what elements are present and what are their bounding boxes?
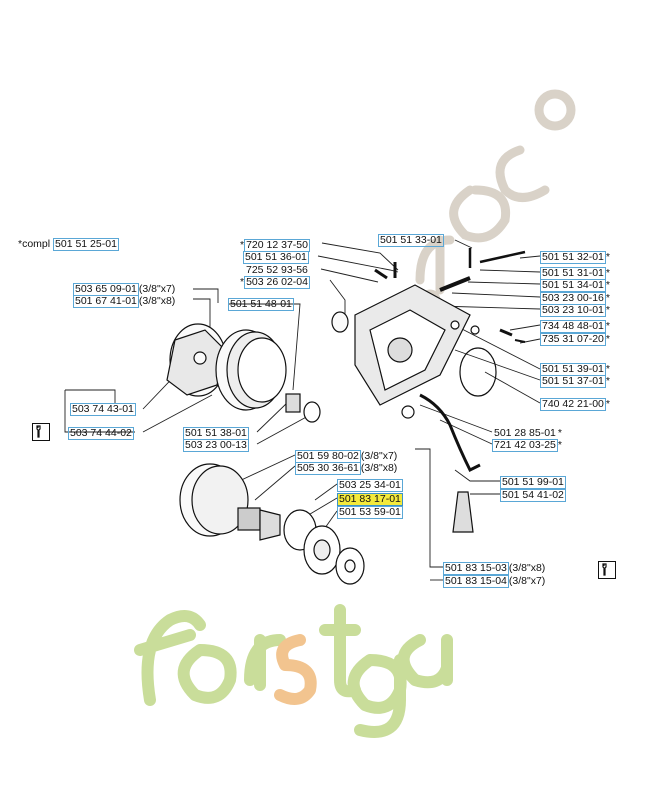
part-number[interactable]: 501 51 48-01 <box>228 298 294 311</box>
part-number[interactable]: 501 51 36-01 <box>243 251 309 264</box>
label-503-23-00-13: 503 23 00-13 <box>183 439 249 452</box>
label-501-51-99-01: 501 51 99-01 <box>500 476 566 489</box>
part-number[interactable]: 725 52 93-56 <box>246 264 308 276</box>
drum-sprocket-assembly <box>179 463 365 585</box>
part-number[interactable]: 735 31 07-20 <box>540 333 606 346</box>
label-503-74-44-02: 503 74 44-02 <box>68 427 134 440</box>
part-number[interactable]: 734 48 48-01 <box>540 320 606 333</box>
part-number[interactable]: 501 53 59-01 <box>337 506 403 519</box>
part-number[interactable]: 501 83 15-03 <box>443 562 509 575</box>
leader-lines <box>64 239 541 581</box>
part-number[interactable]: 503 23 10-01 <box>540 304 606 317</box>
label-501-54-41-02: 501 54 41-02 <box>500 489 566 502</box>
label-740-42-21-00: 740 42 21-00* <box>540 398 610 411</box>
watermark-main <box>134 604 453 738</box>
oil-pump-housing <box>331 248 526 533</box>
label-721-42-03-25: 721 42 03-25* <box>492 439 562 452</box>
part-number[interactable]: 503 25 34-01 <box>337 479 403 492</box>
label-503-25-34-01: 503 25 34-01 <box>337 479 403 492</box>
label-501-51-32-01: 501 51 32-01* <box>540 251 610 264</box>
part-number[interactable]: 501 54 41-02 <box>500 489 566 502</box>
part-number[interactable]: 501 28 85-01 <box>494 427 556 439</box>
wrench-icon <box>598 561 616 579</box>
label-501-51-37-01: 501 51 37-01* <box>540 375 610 388</box>
label-503-26-02-04: *503 26 02-04 <box>240 276 310 289</box>
label-734-48-48-01: 734 48 48-01* <box>540 320 610 333</box>
part-number[interactable]: 501 51 34-01 <box>540 279 606 292</box>
part-number[interactable]: 501 67 41-01 <box>73 295 139 308</box>
label-505-30-36-61: 505 30 36-61 (3/8"x8) <box>295 462 398 475</box>
label-501-83-17-01: 501 83 17-01 <box>337 493 403 506</box>
label-503-74-43-01: 503 74 43-01 <box>70 403 136 416</box>
label-501-51-34-01: 501 51 34-01* <box>540 279 610 292</box>
watermark-url <box>415 89 576 311</box>
part-number[interactable]: 721 42 03-25 <box>492 439 558 452</box>
label-501-51-36-01: 501 51 36-01 <box>243 251 309 264</box>
part-number[interactable]: 501 51 37-01 <box>540 375 606 388</box>
part-number[interactable]: 503 74 43-01 <box>70 403 136 416</box>
label-501-53-59-01: 501 53 59-01 <box>337 506 403 519</box>
label-725-52-93-56: 725 52 93-56 <box>244 264 310 277</box>
part-number[interactable]: 501 51 99-01 <box>500 476 566 489</box>
part-number[interactable]: 501 51 25-01 <box>53 238 119 251</box>
part-number[interactable]: 505 30 36-61 <box>295 462 361 475</box>
label-735-31-07-20: 735 31 07-20* <box>540 333 610 346</box>
label-501-83-15-04: 501 83 15-04 (3/8"x7) <box>443 575 546 588</box>
part-number[interactable]: 501 51 32-01 <box>540 251 606 264</box>
part-number[interactable]: 503 74 44-02 <box>68 427 134 440</box>
label-501-67-41-01: 501 67 41-01 (3/8"x8) <box>73 295 176 308</box>
part-number[interactable]: 740 42 21-00 <box>540 398 606 411</box>
part-number[interactable]: 503 23 00-13 <box>183 439 249 452</box>
part-number[interactable]: 501 83 15-04 <box>443 575 509 588</box>
label-501-83-15-03: 501 83 15-03 (3/8"x8) <box>443 562 546 575</box>
part-number[interactable]: 501 51 33-01 <box>378 234 444 247</box>
part-number-highlighted[interactable]: 501 83 17-01 <box>337 493 403 506</box>
label-compl: *compl 501 51 25-01 <box>18 238 119 251</box>
label-501-51-33-01: 501 51 33-01 <box>378 234 444 247</box>
label-501-51-48-01: 501 51 48-01 <box>228 298 294 311</box>
wrench-icon <box>32 423 50 441</box>
clutch-assembly <box>166 323 321 423</box>
label-503-23-10-01: 503 23 10-01* <box>540 304 610 317</box>
label-501-28-85-01: 501 28 85-01* <box>494 427 562 439</box>
part-number[interactable]: 503 26 02-04 <box>244 276 310 289</box>
